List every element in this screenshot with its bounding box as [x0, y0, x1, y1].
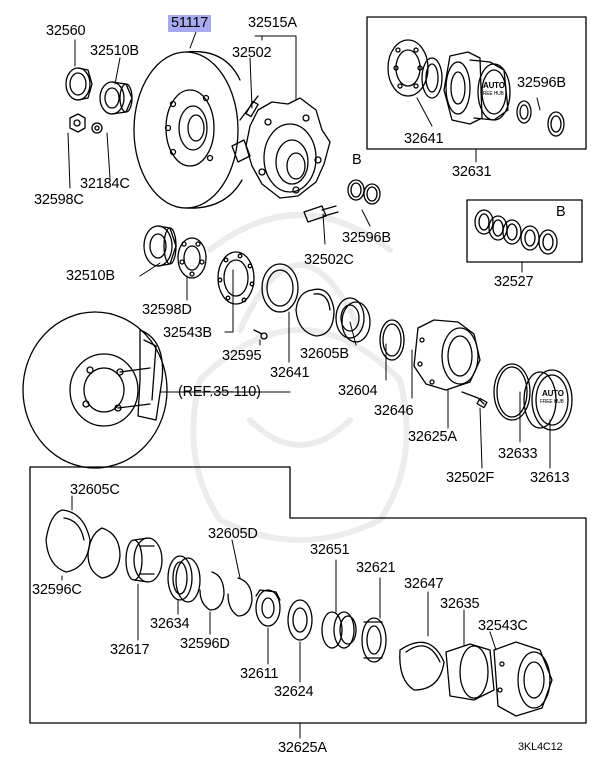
- part-o-ring-32633: [493, 363, 531, 421]
- label-32596d[interactable]: 32596D: [180, 636, 230, 652]
- part-washer-32184c: [91, 122, 103, 134]
- label-32605d[interactable]: 32605D: [208, 526, 258, 542]
- part-snap-ring-32605d: [227, 577, 253, 617]
- label-51117-highlighted[interactable]: 51117: [168, 15, 212, 32]
- label-32543c[interactable]: 32543C: [478, 618, 528, 634]
- part-bolt-32502c: [303, 205, 339, 223]
- mark-b-1: B: [352, 152, 362, 168]
- label-32595[interactable]: 32595: [222, 348, 262, 364]
- label-32184c[interactable]: 32184C: [80, 176, 130, 192]
- part-free-hub-assembly-32631: [387, 39, 511, 125]
- part-cam-32611: [255, 589, 281, 627]
- part-snap-rings-32596b-top: [516, 100, 565, 137]
- ref-note: (REF.35-110): [178, 384, 261, 400]
- part-ring-32634: [167, 555, 201, 603]
- part-washer-32543b: [217, 251, 255, 305]
- label-32502c[interactable]: 32502C: [304, 252, 354, 268]
- part-snap-rings-32596b: [347, 179, 381, 205]
- label-32596b-top[interactable]: 32596B: [517, 75, 566, 91]
- part-brake-rotor-caliper: [22, 311, 168, 469]
- label-32502[interactable]: 32502: [232, 45, 272, 61]
- part-snap-ring-32605b: [295, 288, 335, 337]
- label-32621[interactable]: 32621: [356, 560, 396, 576]
- part-spacer-32604: [335, 297, 371, 343]
- label-32527[interactable]: 32527: [494, 274, 534, 290]
- part-bearing-32510b: [143, 225, 177, 267]
- label-32625a-bottom[interactable]: 32625A: [278, 740, 327, 756]
- label-32625a-mid[interactable]: 32625A: [408, 429, 457, 445]
- label-32635[interactable]: 32635: [440, 596, 480, 612]
- label-32647[interactable]: 32647: [404, 576, 444, 592]
- label-32646[interactable]: 32646: [374, 403, 414, 419]
- part-clutch-gear-32621: [361, 617, 387, 663]
- part-hub-32515a: [231, 97, 331, 199]
- part-brake-rotor-51117: [133, 50, 243, 209]
- part-gasket-32641: [261, 263, 299, 313]
- label-32631[interactable]: 32631: [452, 164, 492, 180]
- part-housing-32635: [445, 643, 495, 701]
- bottom-leader-lines: [61, 495, 497, 739]
- leader-lines: [67, 31, 551, 469]
- hub-cap-text-auto: AUTO: [483, 81, 505, 90]
- label-32605b[interactable]: 32605B: [300, 346, 349, 362]
- part-seal-32560: [65, 67, 93, 101]
- label-32641[interactable]: 32641: [270, 365, 310, 381]
- cover-text-free-hub: FREE HUB: [540, 399, 564, 405]
- label-32596c[interactable]: 32596C: [32, 582, 82, 598]
- label-32510b[interactable]: 32510B: [66, 268, 115, 284]
- part-spring-32647: [399, 641, 445, 691]
- label-32641-top[interactable]: 32641: [404, 131, 444, 147]
- part-plate-32624: [287, 599, 313, 641]
- box-hub-internals: [29, 466, 587, 724]
- part-spring-32651: [321, 611, 357, 649]
- part-ring-set-32527: [474, 209, 558, 255]
- part-lock-plate-32598d: [177, 237, 207, 279]
- part-hub-body-32543c: [493, 641, 553, 717]
- label-32633[interactable]: 32633: [498, 446, 538, 462]
- part-nut-32598c: [69, 113, 86, 133]
- box-ring-set: [466, 199, 583, 263]
- part-snap-ring-32605c: [87, 527, 121, 579]
- label-32634[interactable]: 32634: [150, 616, 190, 632]
- cover-text-auto: AUTO: [542, 389, 564, 398]
- label-32543b[interactable]: 32543B: [163, 325, 212, 341]
- mark-b-2: B: [556, 204, 566, 220]
- label-32502f[interactable]: 32502F: [446, 470, 494, 486]
- label-32510b-top[interactable]: 32510B: [90, 43, 139, 59]
- label-32624[interactable]: 32624: [274, 684, 314, 700]
- part-snap-ring-32596c: [45, 509, 91, 573]
- part-screw-32595: [253, 329, 268, 340]
- label-32598d[interactable]: 32598D: [142, 302, 192, 318]
- hub-cap-text-free-hub: FREE HUB: [480, 91, 504, 97]
- watermark-samurai-helmet: [190, 212, 410, 543]
- part-free-hub-body-32625a: [413, 319, 481, 391]
- part-cover-32613: [523, 369, 573, 431]
- part-snap-ring-32596d: [199, 571, 225, 611]
- part-bearing-32510b-top: [99, 81, 133, 115]
- part-gear-32617: [125, 537, 163, 583]
- part-bolt-32502f: [461, 391, 488, 409]
- label-32613[interactable]: 32613: [530, 470, 570, 486]
- label-32611[interactable]: 32611: [240, 666, 279, 682]
- part-ring-32646: [379, 319, 405, 361]
- drawing-code: 3KL4C12: [518, 741, 563, 753]
- label-32651[interactable]: 32651: [310, 542, 350, 558]
- part-stud-32502: [239, 95, 259, 121]
- label-32560[interactable]: 32560: [46, 23, 86, 39]
- box-free-hub-assembly: [366, 16, 587, 150]
- label-32604[interactable]: 32604: [338, 383, 378, 399]
- label-32605c[interactable]: 32605C: [70, 482, 120, 498]
- label-32598c[interactable]: 32598C: [34, 192, 84, 208]
- label-32515a[interactable]: 32515A: [248, 15, 297, 31]
- label-32596b[interactable]: 32596B: [342, 230, 391, 246]
- label-32617[interactable]: 32617: [110, 642, 150, 658]
